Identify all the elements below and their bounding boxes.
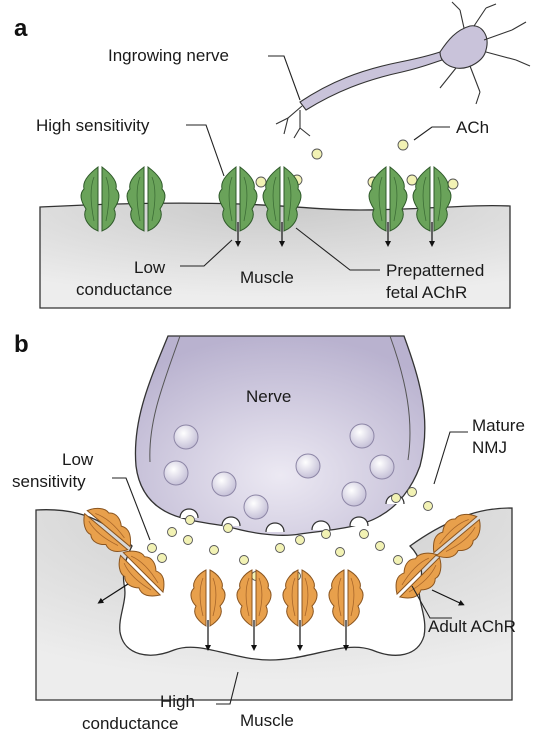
label-sensitivity: sensitivity <box>12 472 86 491</box>
ion-flow-arrows-a <box>235 222 435 247</box>
watermark: 头条 @医学故事.红蓝融合 <box>384 730 524 745</box>
label-low: Low <box>62 450 94 469</box>
label-high-sensitivity: High sensitivity <box>36 116 150 135</box>
label-low-conductance-1: Low <box>134 258 166 277</box>
leader-high-conductance <box>216 671 239 705</box>
label-muscle-b: Muscle <box>240 711 294 730</box>
label-ingrowing-nerve: Ingrowing nerve <box>108 46 229 65</box>
label-low-conductance-2: conductance <box>76 280 172 299</box>
panel-a-letter: a <box>14 15 28 42</box>
label-nerve: Nerve <box>246 387 291 406</box>
leader-nerve <box>268 55 301 101</box>
label-high: High <box>160 692 195 711</box>
leader-low-conductance <box>180 239 233 267</box>
synaptic-vesicles <box>163 423 395 520</box>
label-ach: ACh <box>456 118 489 137</box>
leader-ach <box>413 126 450 141</box>
label-fetal-achr: fetal AChR <box>386 283 467 302</box>
label-mature: Mature <box>472 416 525 435</box>
label-prepatterned: Prepatterned <box>386 261 484 280</box>
leader-high-sensitivity <box>186 124 225 177</box>
label-adult-achr: Adult AChR <box>428 617 516 636</box>
ion-flow-arrows-b <box>97 583 465 651</box>
leader-fetal-achr <box>295 227 380 271</box>
nerve-neuron <box>275 1 531 139</box>
panel-b-letter: b <box>14 331 29 358</box>
label-muscle-a: Muscle <box>240 268 294 287</box>
leader-low-sensitivity <box>112 477 151 541</box>
label-nmj: NMJ <box>472 438 507 457</box>
nerve-terminal-outline-right <box>389 335 411 461</box>
leader-mature-nmj <box>433 431 468 485</box>
nerve-terminal-outline <box>149 335 181 463</box>
leader-adult-achr <box>411 585 452 619</box>
label-conductance: conductance <box>82 714 178 733</box>
